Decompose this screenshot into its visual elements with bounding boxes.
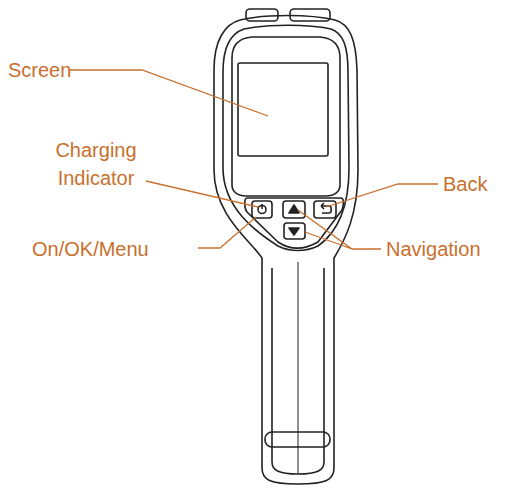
on-ok-menu-button (252, 201, 272, 218)
part-label: Charging Indicator (46, 136, 146, 192)
part-label: Navigation (386, 237, 481, 261)
top-bump (246, 9, 278, 21)
back-icon (321, 203, 331, 213)
device-body (214, 9, 358, 484)
back-button (314, 201, 336, 218)
power-icon-stroke (261, 204, 263, 209)
part-label: Screen (8, 58, 71, 82)
housing-outline (214, 16, 358, 485)
part-label: On/OK/Menu (32, 237, 149, 261)
handle-seam (298, 262, 299, 474)
up-button (283, 201, 305, 218)
leader-line (198, 217, 256, 248)
leader-line (298, 210, 381, 249)
part-label: Back (443, 172, 487, 196)
leader-line (70, 70, 268, 116)
down-button (284, 223, 305, 239)
screen-bezel (232, 37, 340, 196)
leader-line (326, 184, 438, 207)
down-arrow (289, 228, 299, 235)
front-bezel (223, 25, 349, 250)
bottom-slot (265, 432, 330, 447)
up-arrow (289, 205, 299, 213)
leader-line (146, 181, 258, 207)
